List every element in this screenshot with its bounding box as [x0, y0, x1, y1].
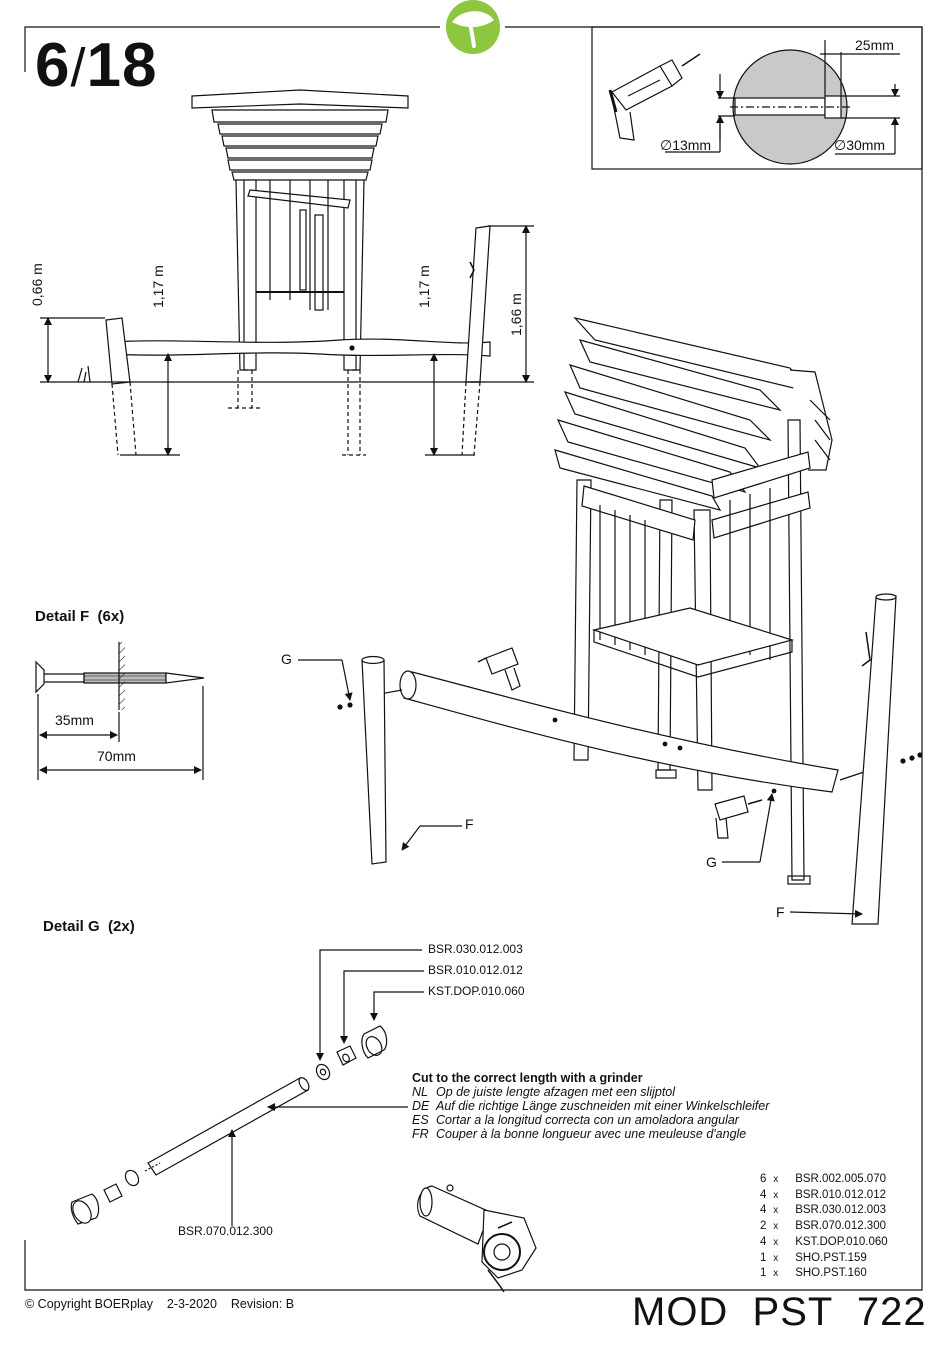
- parts-list-row: 4 x BSR.010.012.012: [760, 1188, 888, 1204]
- part-code: SHO.PST.160: [795, 1267, 867, 1280]
- part-label-nut: BSR.010.012.012: [428, 963, 523, 977]
- drill-bit-label: ∅13mm: [660, 137, 712, 153]
- detail-f-title: Detail F (6x): [35, 608, 124, 625]
- angle-grinder-icon: [417, 1184, 537, 1293]
- isometric-tower-view: [298, 316, 923, 925]
- part-times: x: [773, 1268, 779, 1280]
- part-times: x: [773, 1236, 779, 1248]
- detail-f-embed-dim: 35mm: [55, 712, 94, 728]
- part-times: x: [773, 1174, 779, 1185]
- part-code: SHO.PST.159: [795, 1251, 867, 1264]
- copyright: © Copyright BOERplay: [25, 1297, 154, 1311]
- document-date: 2-3-2020: [166, 1297, 217, 1311]
- part-qty: 4: [760, 1188, 767, 1201]
- page-number: 6/18: [35, 30, 157, 101]
- callout-g-left: G: [281, 651, 292, 667]
- parts-list-row: 2 x BSR.070.012.300: [760, 1219, 888, 1235]
- part-code: KST.DOP.010.060: [795, 1235, 888, 1248]
- lang-code: DE: [412, 1099, 430, 1113]
- detail-f-length-dim: 70mm: [97, 748, 136, 764]
- cut-note-line-es: ES Cortar a la longitud correcta con un a…: [412, 1113, 769, 1127]
- model-number: MOD PST 722: [632, 1290, 927, 1334]
- part-code: BSR.070.012.300: [795, 1220, 886, 1233]
- detail-g-name: Detail G: [43, 918, 100, 935]
- lang-code: NL: [412, 1085, 428, 1099]
- boerplay-leaf-icon: [446, 0, 500, 54]
- callout-f-right: F: [776, 904, 785, 920]
- part-code: BSR.010.012.012: [795, 1188, 886, 1201]
- page-separator: /: [70, 38, 87, 98]
- part-qty: 4: [760, 1204, 767, 1217]
- part-label-rod: BSR.070.012.300: [178, 1224, 273, 1238]
- drill-hole-label: ∅30mm: [834, 137, 886, 153]
- power-drill-icon: [608, 53, 701, 141]
- parts-list-row: 1 x SHO.PST.160: [760, 1266, 888, 1282]
- dim-depth-left: 1,17 m: [150, 265, 166, 308]
- part-times: x: [773, 1252, 779, 1264]
- part-qty: 6: [760, 1173, 767, 1185]
- drill-depth-label: 25mm: [855, 37, 894, 53]
- part-label-washer: BSR.030.012.003: [428, 942, 523, 956]
- detail-g-title: Detail G (2x): [43, 918, 135, 935]
- drill-inset: [591, 26, 923, 170]
- page-current: 6: [35, 31, 71, 100]
- part-label-cap: KST.DOP.010.060: [428, 984, 525, 998]
- part-times: x: [773, 1205, 779, 1217]
- parts-list-row: 4 x BSR.030.012.003: [760, 1203, 888, 1219]
- front-elevation-view: [40, 89, 534, 456]
- dim-depth-right: 1,17 m: [416, 265, 432, 308]
- part-times: x: [773, 1189, 779, 1201]
- cut-note-text: Auf die richtige Länge zuschneiden mit e…: [436, 1099, 770, 1113]
- power-drill-icon: [714, 795, 763, 839]
- callout-f-left: F: [465, 816, 474, 832]
- part-qty: 2: [760, 1220, 767, 1233]
- cut-note-line-nl: NL Op de juiste lengte afzagen met een sl…: [412, 1085, 769, 1099]
- footer-info: © Copyright BOERplay 2-3-2020 Revision: …: [25, 1297, 294, 1311]
- detail-g-count: (2x): [108, 918, 135, 935]
- detail-f-screw: [35, 642, 205, 780]
- part-qty: 1: [760, 1251, 767, 1264]
- part-qty: 4: [760, 1235, 767, 1248]
- cut-note-line-fr: FR Couper à la bonne longueur avec une me…: [412, 1127, 769, 1141]
- dim-total-height: 1,66 m: [508, 293, 524, 336]
- parts-list-row: 1 x SHO.PST.159: [760, 1251, 888, 1267]
- callout-g-right: G: [706, 854, 717, 870]
- document-revision: Revision: B: [230, 1297, 295, 1311]
- cut-note-text: Couper à la bonne longueur avec une meul…: [436, 1127, 747, 1141]
- lang-code: ES: [412, 1113, 429, 1127]
- cut-note-title: Cut to the correct length with a grinder: [412, 1071, 643, 1085]
- dim-height-above-ground: 0,66 m: [29, 263, 45, 306]
- parts-list-row: 6 x BSR.002.005.070: [760, 1172, 888, 1188]
- power-drill-icon: [477, 647, 521, 691]
- cut-note-text: Op de juiste lengte afzagen met een slij…: [436, 1085, 676, 1099]
- lang-code: FR: [412, 1127, 429, 1141]
- part-times: x: [773, 1221, 779, 1233]
- cut-note-line-de: DE Auf die richtige Länge zuschneiden mit…: [412, 1099, 769, 1113]
- part-code: BSR.002.005.070: [795, 1173, 886, 1185]
- detail-f-count: (6x): [97, 608, 125, 625]
- page-total: 18: [86, 31, 158, 100]
- part-code: BSR.030.012.003: [795, 1204, 886, 1217]
- parts-list-row: 4 x KST.DOP.010.060: [760, 1235, 888, 1251]
- cut-note-text: Cortar a la longitud correcta con un amo…: [436, 1113, 739, 1127]
- detail-g-rod-assembly: [70, 949, 424, 1226]
- cut-note: Cut to the correct length with a grinder…: [412, 1071, 769, 1141]
- part-qty: 1: [760, 1267, 767, 1280]
- detail-f-name: Detail F: [35, 608, 90, 625]
